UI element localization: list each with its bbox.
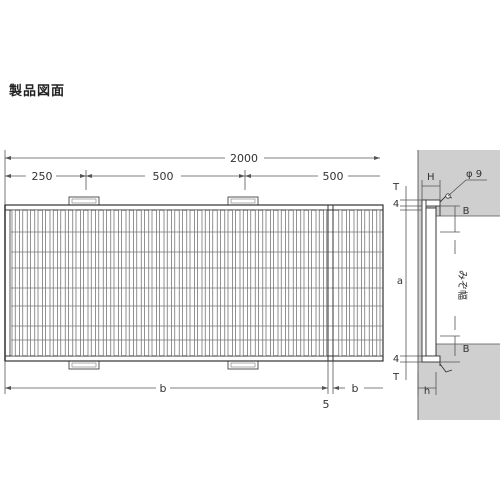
section-groove-width-label: みぞ幅 bbox=[456, 270, 469, 300]
grating-bearing-bar bbox=[72, 209, 77, 357]
section-B-bottom-label: B bbox=[463, 344, 470, 355]
grating-bearing-bar bbox=[95, 209, 100, 357]
grating-bearing-bar bbox=[87, 209, 92, 357]
grating-bearing-bar bbox=[118, 209, 122, 357]
grating-handles-bottom bbox=[68, 360, 259, 370]
dimension-b-right-label: b bbox=[352, 382, 359, 395]
grating-bearing-bar bbox=[224, 209, 229, 357]
drawing-title: 製品図面 bbox=[9, 84, 66, 99]
dimension-2000-label: 2000 bbox=[230, 152, 258, 165]
grating-bearing-bar bbox=[232, 209, 236, 357]
grating-bearing-bar bbox=[110, 209, 115, 357]
grating-bearing-bar bbox=[102, 209, 107, 357]
grating-bearing-bars bbox=[11, 209, 381, 357]
section-phi9-label: φ 9 bbox=[466, 169, 482, 180]
dimension-500-middle-label: 500 bbox=[153, 170, 174, 183]
grating-bearing-bar bbox=[308, 209, 312, 357]
grating-bearing-bar bbox=[216, 209, 221, 357]
grating-cross-bars bbox=[11, 231, 383, 341]
grating-bearing-bar bbox=[323, 209, 328, 357]
grating-bearing-bar bbox=[346, 209, 350, 357]
grating-bearing-bar bbox=[315, 209, 320, 357]
grating-bearing-bar bbox=[26, 209, 31, 357]
grating-bearing-bar bbox=[49, 209, 54, 357]
grating-bearing-bar bbox=[140, 209, 145, 357]
dimension-total-length: 2000 bbox=[4, 150, 380, 206]
grating-bearing-bar bbox=[361, 209, 366, 357]
grating-bearing-bar bbox=[42, 209, 46, 357]
grating-bearing-bar bbox=[194, 209, 198, 357]
grating-bearing-bar bbox=[277, 209, 282, 357]
grating-bearing-bar bbox=[201, 209, 206, 357]
section-4-top-label: 4 bbox=[393, 199, 399, 210]
grating-bearing-bar bbox=[353, 209, 358, 357]
grating-bearing-bar bbox=[209, 209, 214, 357]
grating-bearing-bar bbox=[376, 209, 381, 357]
grating-bearing-bar bbox=[338, 209, 343, 357]
section-B-top-label: B bbox=[463, 206, 470, 217]
grating-bearing-bar bbox=[262, 209, 267, 357]
grating-handles-top bbox=[68, 196, 259, 206]
grating-plan-view bbox=[4, 204, 384, 362]
dimension-bottom: b 5 b bbox=[4, 361, 383, 411]
grating-bearing-bar bbox=[19, 209, 24, 357]
grating-bearing-bar bbox=[64, 209, 69, 357]
grating-bearing-bar bbox=[186, 209, 191, 357]
grating-bearing-bar bbox=[270, 209, 274, 357]
grating-bearing-bar bbox=[80, 209, 84, 357]
grating-bearing-bar bbox=[148, 209, 153, 357]
grating-bearing-bar bbox=[133, 209, 138, 357]
grating-bearing-bar bbox=[171, 209, 176, 357]
dimension-5-label: 5 bbox=[323, 398, 330, 411]
grating-bearing-bar bbox=[125, 209, 130, 357]
section-T-top-label: T bbox=[392, 182, 400, 193]
dimension-500-last-label: 500 bbox=[323, 170, 344, 183]
grating-bearing-bar bbox=[292, 209, 297, 357]
section-h-label: h bbox=[424, 386, 430, 397]
grating-cross-section: H φ 9 T 4 a 4 T B みぞ幅 B h bbox=[392, 150, 500, 420]
section-H-label: H bbox=[427, 172, 435, 183]
dimension-b-left-label: b bbox=[160, 382, 167, 395]
grating-bearing-bar bbox=[247, 209, 252, 357]
section-T-bottom-label: T bbox=[392, 372, 400, 383]
grating-bearing-bar bbox=[285, 209, 290, 357]
grating-bearing-bar bbox=[163, 209, 168, 357]
grating-bearing-bar bbox=[239, 209, 244, 357]
grating-bearing-bar bbox=[57, 209, 62, 357]
grating-bearing-bar bbox=[34, 209, 39, 357]
grating-bearing-bar bbox=[178, 209, 183, 357]
section-a-label: a bbox=[397, 276, 403, 287]
dimension-segments: 250 500 500 bbox=[5, 170, 380, 190]
grating-bearing-bar bbox=[254, 209, 259, 357]
section-4-bottom-label: 4 bbox=[393, 354, 399, 365]
grating-bearing-bar bbox=[300, 209, 305, 357]
grating-bearing-bar bbox=[368, 209, 373, 357]
grating-bearing-bar bbox=[11, 209, 16, 357]
dimension-250-label: 250 bbox=[32, 170, 53, 183]
grating-bearing-bar bbox=[156, 209, 160, 357]
